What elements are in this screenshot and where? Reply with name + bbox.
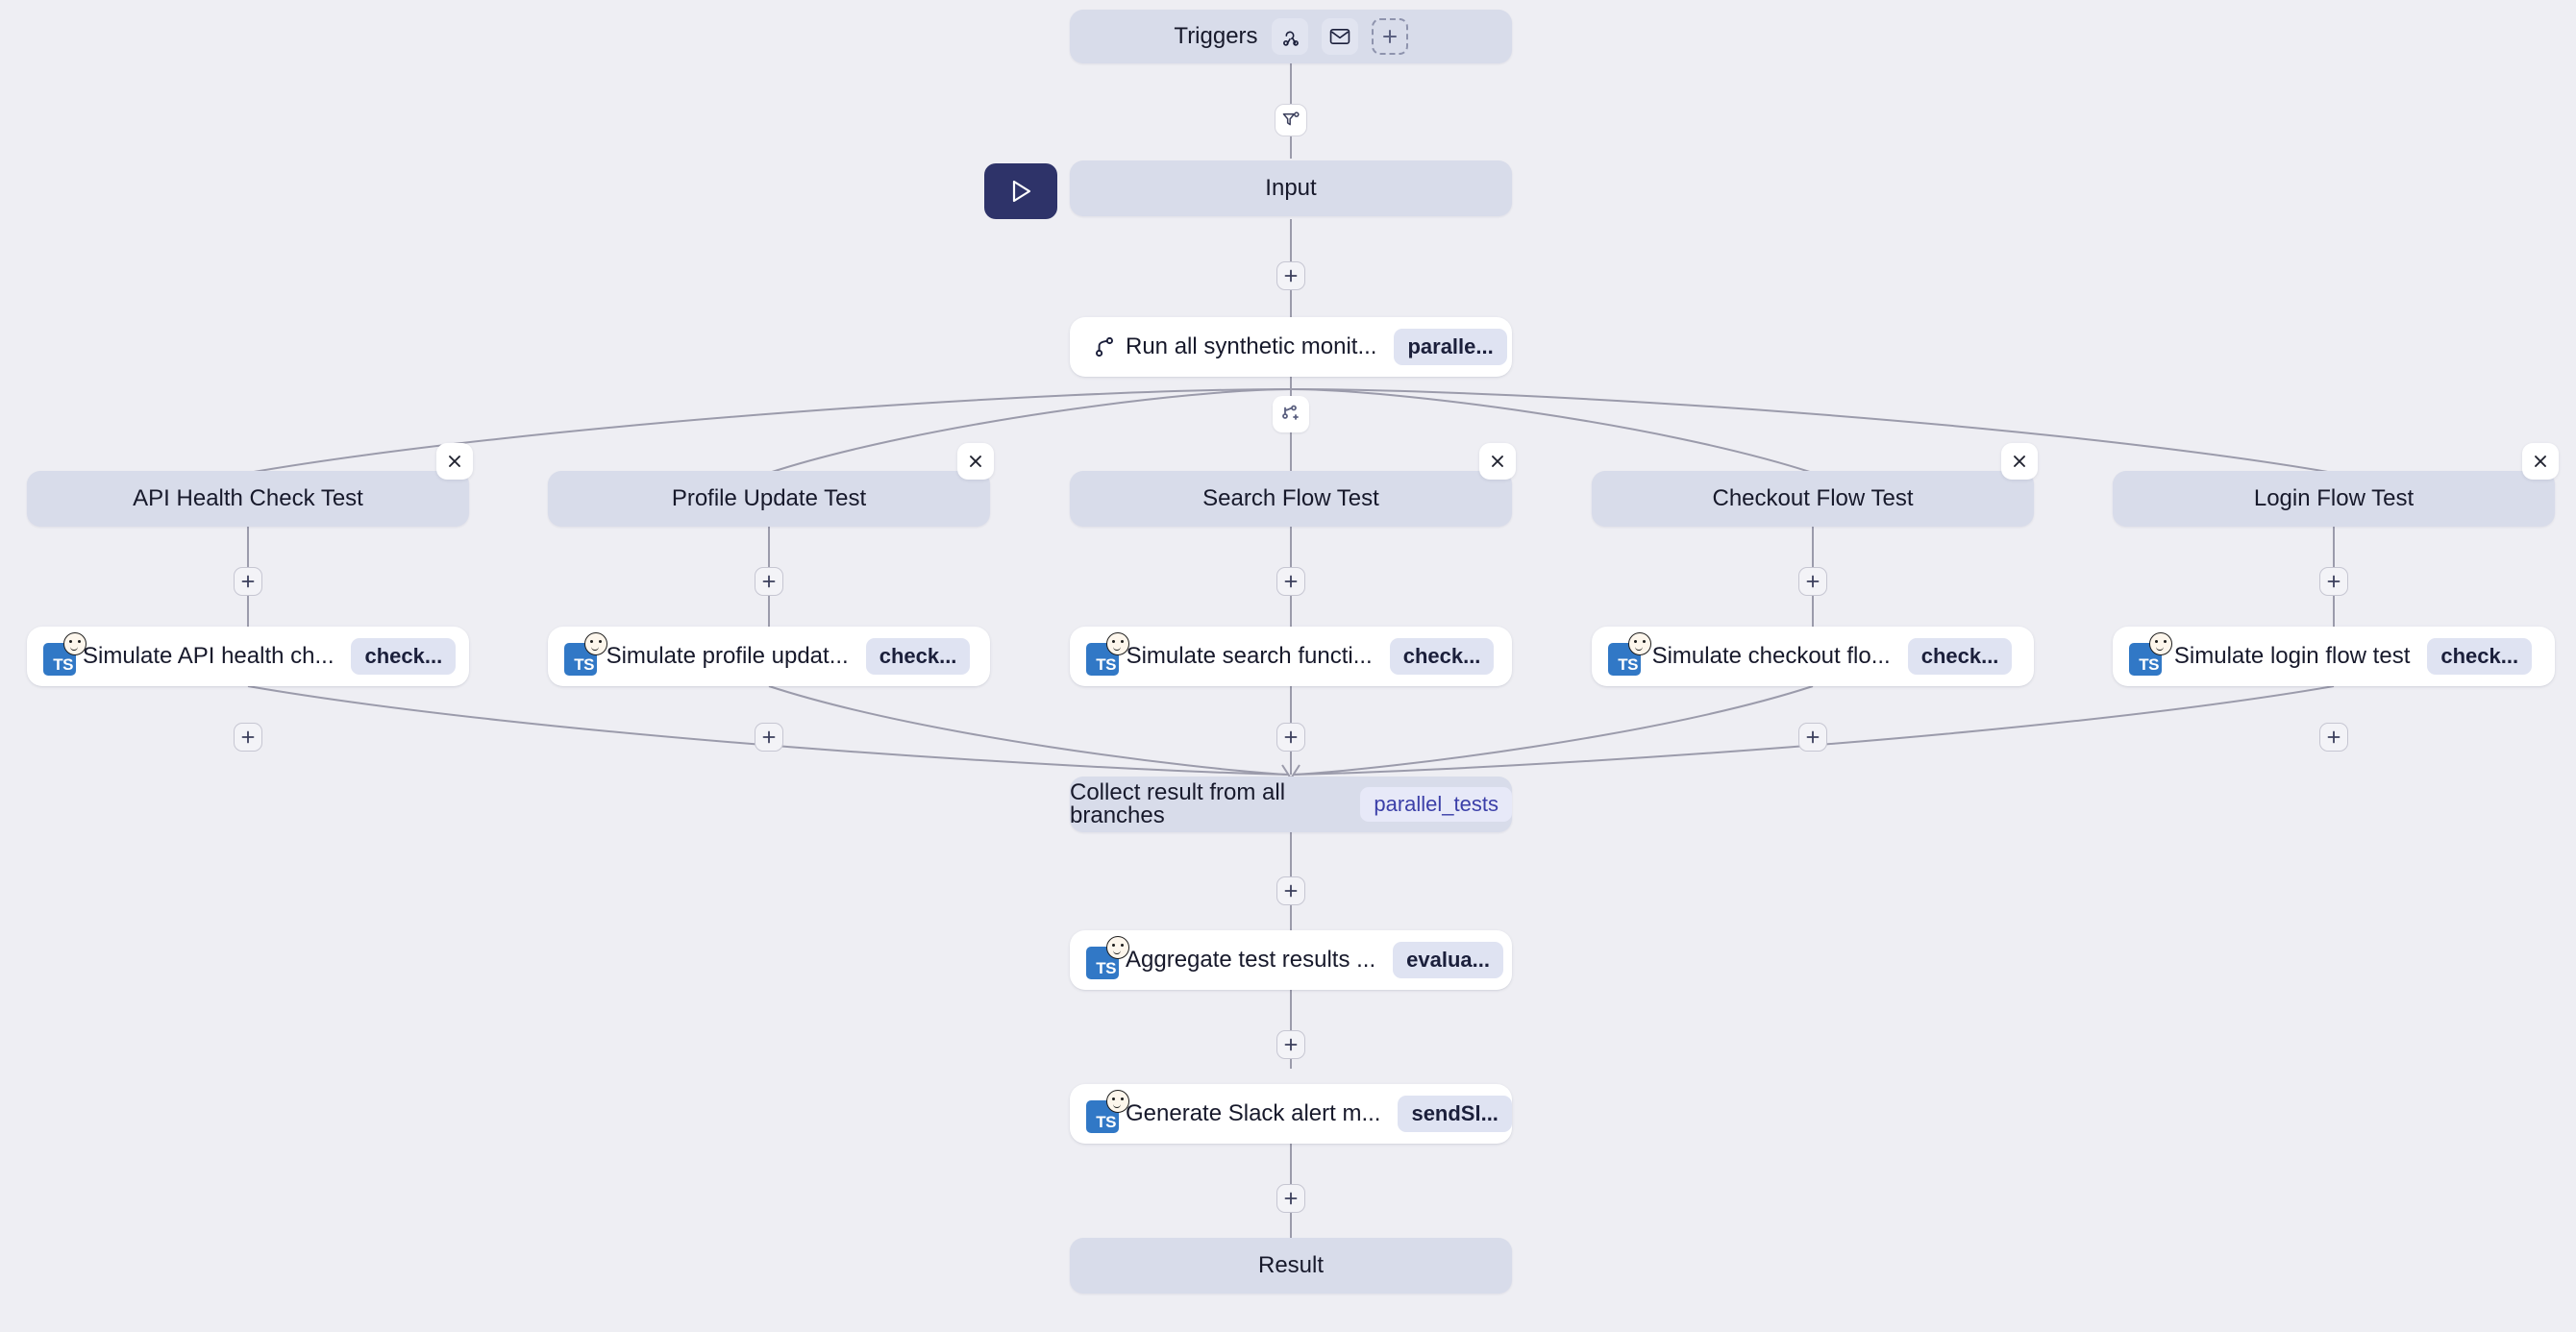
append-step-in-branch-2[interactable] — [1276, 723, 1305, 752]
typescript-icon: TS — [2126, 632, 2172, 678]
add-step-in-branch-1[interactable] — [755, 567, 783, 596]
triggers-bar[interactable]: Triggers — [1070, 10, 1512, 63]
webhook-icon[interactable] — [1271, 18, 1308, 55]
typescript-icon: TS — [1605, 632, 1651, 678]
branch-header-3[interactable]: Checkout Flow Test — [1592, 471, 2034, 527]
branch-header-label: Profile Update Test — [671, 485, 867, 511]
branch-step-title: Simulate API health ch... — [83, 643, 334, 669]
close-icon-branch-4[interactable] — [2522, 443, 2559, 480]
input-node[interactable]: Input — [1070, 160, 1512, 216]
close-icon-branch-1[interactable] — [957, 443, 994, 480]
result-node[interactable]: Result — [1070, 1238, 1512, 1294]
branch-header-label: Login Flow Test — [2253, 485, 2415, 511]
add-step-after-collect[interactable] — [1276, 876, 1305, 905]
typescript-icon: TS — [1083, 1090, 1129, 1135]
branch-step-badge: check... — [1907, 638, 2013, 675]
aggregate-results-title: Aggregate test results ... — [1126, 947, 1376, 973]
close-icon-branch-3[interactable] — [2001, 443, 2038, 480]
add-step-after-slack[interactable] — [1276, 1184, 1305, 1213]
triggers-label: Triggers — [1174, 23, 1258, 49]
branch-step-title: Simulate checkout flo... — [1651, 643, 1891, 669]
branch-step-badge: check... — [865, 638, 971, 675]
branch-icon — [1083, 326, 1126, 368]
add-step-in-branch-0[interactable] — [234, 567, 262, 596]
typescript-icon: TS — [561, 632, 607, 678]
collect-results-node[interactable]: Collect result from all branches paralle… — [1070, 777, 1512, 832]
branch-header-2[interactable]: Search Flow Test — [1070, 471, 1512, 527]
branch-header-label: Search Flow Test — [1202, 485, 1379, 511]
aggregate-results-badge: evalua... — [1393, 942, 1503, 978]
typescript-icon: TS — [40, 632, 87, 678]
aggregate-results-node[interactable]: TS Aggregate test results ... evalua... — [1070, 930, 1512, 990]
add-step-after-input[interactable] — [1276, 261, 1305, 290]
typescript-icon: TS — [1083, 936, 1129, 981]
close-icon-branch-2[interactable] — [1479, 443, 1516, 480]
run-all-monitors-node[interactable]: Run all synthetic monit... paralle... — [1070, 317, 1512, 377]
collect-results-badge: parallel_tests — [1360, 787, 1512, 822]
branch-header-0[interactable]: API Health Check Test — [27, 471, 469, 527]
slack-alert-badge: sendSl... — [1398, 1096, 1512, 1132]
input-node-label: Input — [1265, 175, 1317, 201]
email-icon[interactable] — [1321, 18, 1358, 55]
slack-alert-node[interactable]: TS Generate Slack alert m... sendSl... — [1070, 1084, 1512, 1144]
append-step-in-branch-0[interactable] — [234, 723, 262, 752]
branch-header-label: Checkout Flow Test — [1712, 485, 1914, 511]
branch-header-1[interactable]: Profile Update Test — [548, 471, 990, 527]
append-step-in-branch-1[interactable] — [755, 723, 783, 752]
branch-step-title: Simulate profile updat... — [606, 643, 849, 669]
typescript-icon: TS — [1083, 632, 1129, 678]
branch-step-badge: check... — [2427, 638, 2533, 675]
run-all-monitors-title: Run all synthetic monit... — [1126, 333, 1377, 359]
add-step-after-aggregate[interactable] — [1276, 1030, 1305, 1059]
run-all-monitors-badge: paralle... — [1394, 329, 1507, 365]
branch-header-4[interactable]: Login Flow Test — [2113, 471, 2555, 527]
close-icon-branch-0[interactable] — [436, 443, 473, 480]
append-step-in-branch-3[interactable] — [1798, 723, 1827, 752]
add-step-in-branch-4[interactable] — [2319, 567, 2348, 596]
add-step-in-branch-2[interactable] — [1276, 567, 1305, 596]
slack-alert-title: Generate Slack alert m... — [1126, 1100, 1381, 1126]
filter-settings-icon-button[interactable] — [1275, 104, 1307, 136]
branch-step-title: Simulate login flow test — [2173, 643, 2411, 669]
append-step-in-branch-4[interactable] — [2319, 723, 2348, 752]
branch-step-title: Simulate search functi... — [1126, 643, 1373, 669]
branch-header-label: API Health Check Test — [133, 485, 363, 511]
branch-step-badge: check... — [1389, 638, 1495, 675]
add-step-in-branch-3[interactable] — [1798, 567, 1827, 596]
branch-plus-icon-button[interactable] — [1273, 396, 1309, 432]
branch-step-badge: check... — [351, 638, 457, 675]
run-workflow-button[interactable] — [984, 163, 1057, 219]
add-trigger-button[interactable] — [1371, 18, 1408, 55]
result-node-label: Result — [1257, 1252, 1325, 1278]
collect-results-label: Collect result from all branches — [1070, 779, 1286, 828]
